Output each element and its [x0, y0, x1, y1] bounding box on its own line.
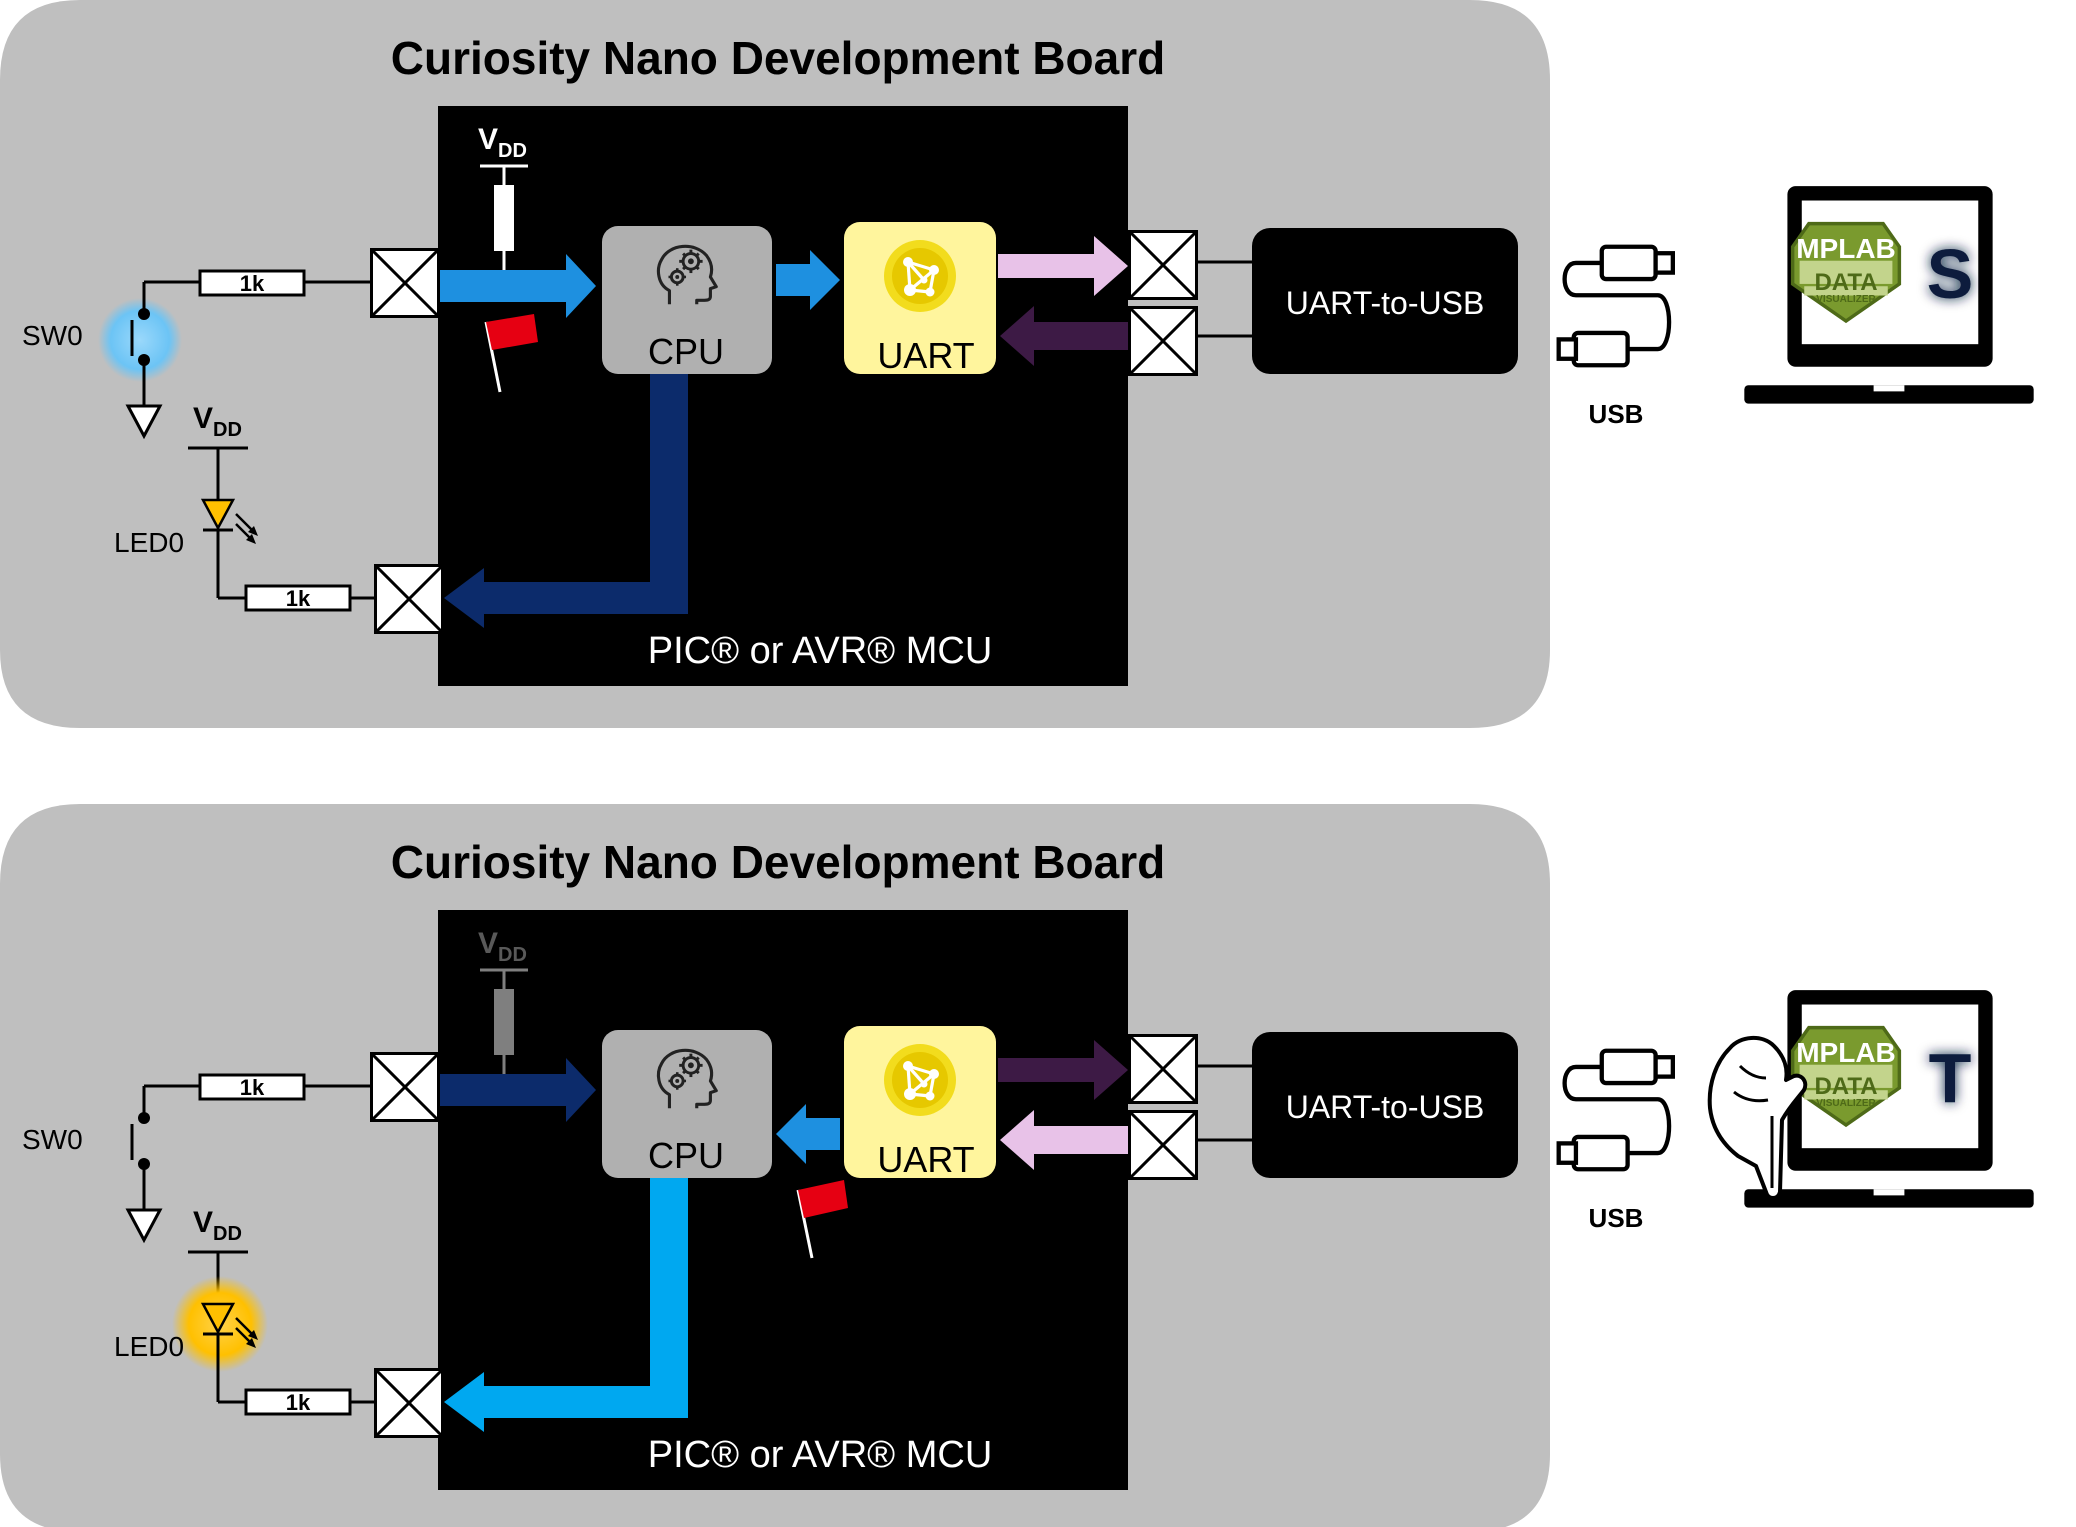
led0-resistor-label: 1k	[286, 586, 311, 611]
svg-text:VISUALIZER: VISUALIZER	[1816, 294, 1876, 305]
sw0-label: SW0	[22, 1124, 83, 1155]
arrow-uart-to-cpu	[776, 1104, 840, 1164]
pin-pad-rx	[1128, 306, 1198, 376]
led-vdd-label: VDD	[193, 402, 242, 441]
led-vdd-label: VDD	[193, 1206, 242, 1245]
arrow-uart-tx	[998, 1040, 1128, 1100]
sw0-label: SW0	[22, 320, 83, 351]
bridge-label: UART-to-USB	[1286, 1089, 1485, 1125]
led0-label: LED0	[114, 527, 184, 558]
svg-text:DATA: DATA	[1814, 269, 1877, 296]
arrow-cpu-to-led0	[444, 374, 688, 628]
board-title: Curiosity Nano Development Board	[391, 836, 1165, 888]
uart-to-usb-bridge	[1252, 1032, 1518, 1178]
arrow-uart-rx	[1000, 1110, 1128, 1170]
terminal-letter: T	[1929, 1039, 1972, 1117]
svg-text:VISUALIZER: VISUALIZER	[1816, 1098, 1876, 1109]
cpu-block	[602, 226, 772, 374]
svg-text:MPLAB: MPLAB	[1796, 1037, 1896, 1068]
panel-uart-transmit: Curiosity Nano Development Board PIC® or…	[0, 0, 1550, 728]
led0-resistor	[244, 1388, 352, 1416]
sw0-resistor-label: 1k	[240, 271, 265, 296]
laptop-icon	[1744, 186, 2034, 404]
pin-pad-led0	[374, 1368, 444, 1438]
arrow-sw0-to-cpu	[440, 1058, 596, 1122]
sw0-press-glow	[98, 298, 182, 382]
terminal-letter: S	[1927, 235, 1974, 313]
sw0-resistor	[198, 1073, 306, 1101]
usb-label: USB	[1589, 399, 1644, 429]
mcu-label: PIC® or AVR® MCU	[648, 630, 993, 672]
cpu-label: CPU	[648, 331, 724, 372]
pullup-resistor	[494, 185, 514, 251]
cpu-label: CPU	[648, 1135, 724, 1176]
board-title: Curiosity Nano Development Board	[391, 32, 1165, 84]
uart-label: UART	[877, 1139, 974, 1180]
data-visualizer-logo: MPLAB DATA VISUALIZER	[1790, 221, 1902, 323]
led0-diode	[200, 1302, 236, 1335]
arrow-sw0-to-cpu	[440, 254, 596, 318]
led0-label: LED0	[114, 1331, 184, 1362]
flag-icon	[796, 1180, 848, 1259]
arrow-cpu-to-uart	[776, 250, 840, 310]
arrow-uart-rx	[1000, 306, 1128, 366]
vdd-label: VDD	[478, 927, 527, 966]
ground-symbol	[125, 404, 163, 440]
svg-text:DATA: DATA	[1814, 1073, 1877, 1100]
flag-icon	[484, 314, 538, 393]
pin-pad-tx	[1128, 230, 1198, 300]
svg-text:MPLAB: MPLAB	[1796, 233, 1896, 264]
led0-resistor-label: 1k	[286, 1390, 311, 1415]
mcu-label: PIC® or AVR® MCU	[648, 1434, 993, 1476]
led0-diode	[200, 498, 236, 531]
network-hub-icon	[882, 1042, 958, 1118]
pointing-hand-icon	[1707, 1036, 1808, 1200]
pin-pad-sw0	[370, 1052, 440, 1122]
bridge-label: UART-to-USB	[1286, 285, 1485, 321]
pullup-resistor	[494, 989, 514, 1055]
ground-symbol	[125, 1208, 163, 1244]
usb-cable-icon	[1559, 247, 1673, 365]
usb-label: USB	[1589, 1203, 1644, 1233]
pin-pad-tx	[1128, 1034, 1198, 1104]
vdd-label: VDD	[478, 123, 527, 162]
arrow-cpu-to-led0	[444, 1178, 688, 1432]
panel-uart-receive: Curiosity Nano Development Board PIC® or…	[0, 804, 1550, 1527]
sw0-resistor	[198, 269, 306, 297]
uart-label: UART	[877, 335, 974, 376]
pin-pad-rx	[1128, 1110, 1198, 1180]
data-visualizer-logo: MPLAB DATA VISUALIZER	[1790, 1025, 1902, 1127]
uart-to-usb-bridge	[1252, 228, 1518, 374]
sw0-resistor-label: 1k	[240, 1075, 265, 1100]
network-hub-icon	[882, 238, 958, 314]
cpu-block	[602, 1030, 772, 1178]
pin-pad-sw0	[370, 248, 440, 318]
arrow-uart-tx	[998, 236, 1128, 296]
pin-pad-led0	[374, 564, 444, 634]
usb-cable-icon	[1559, 1051, 1673, 1169]
